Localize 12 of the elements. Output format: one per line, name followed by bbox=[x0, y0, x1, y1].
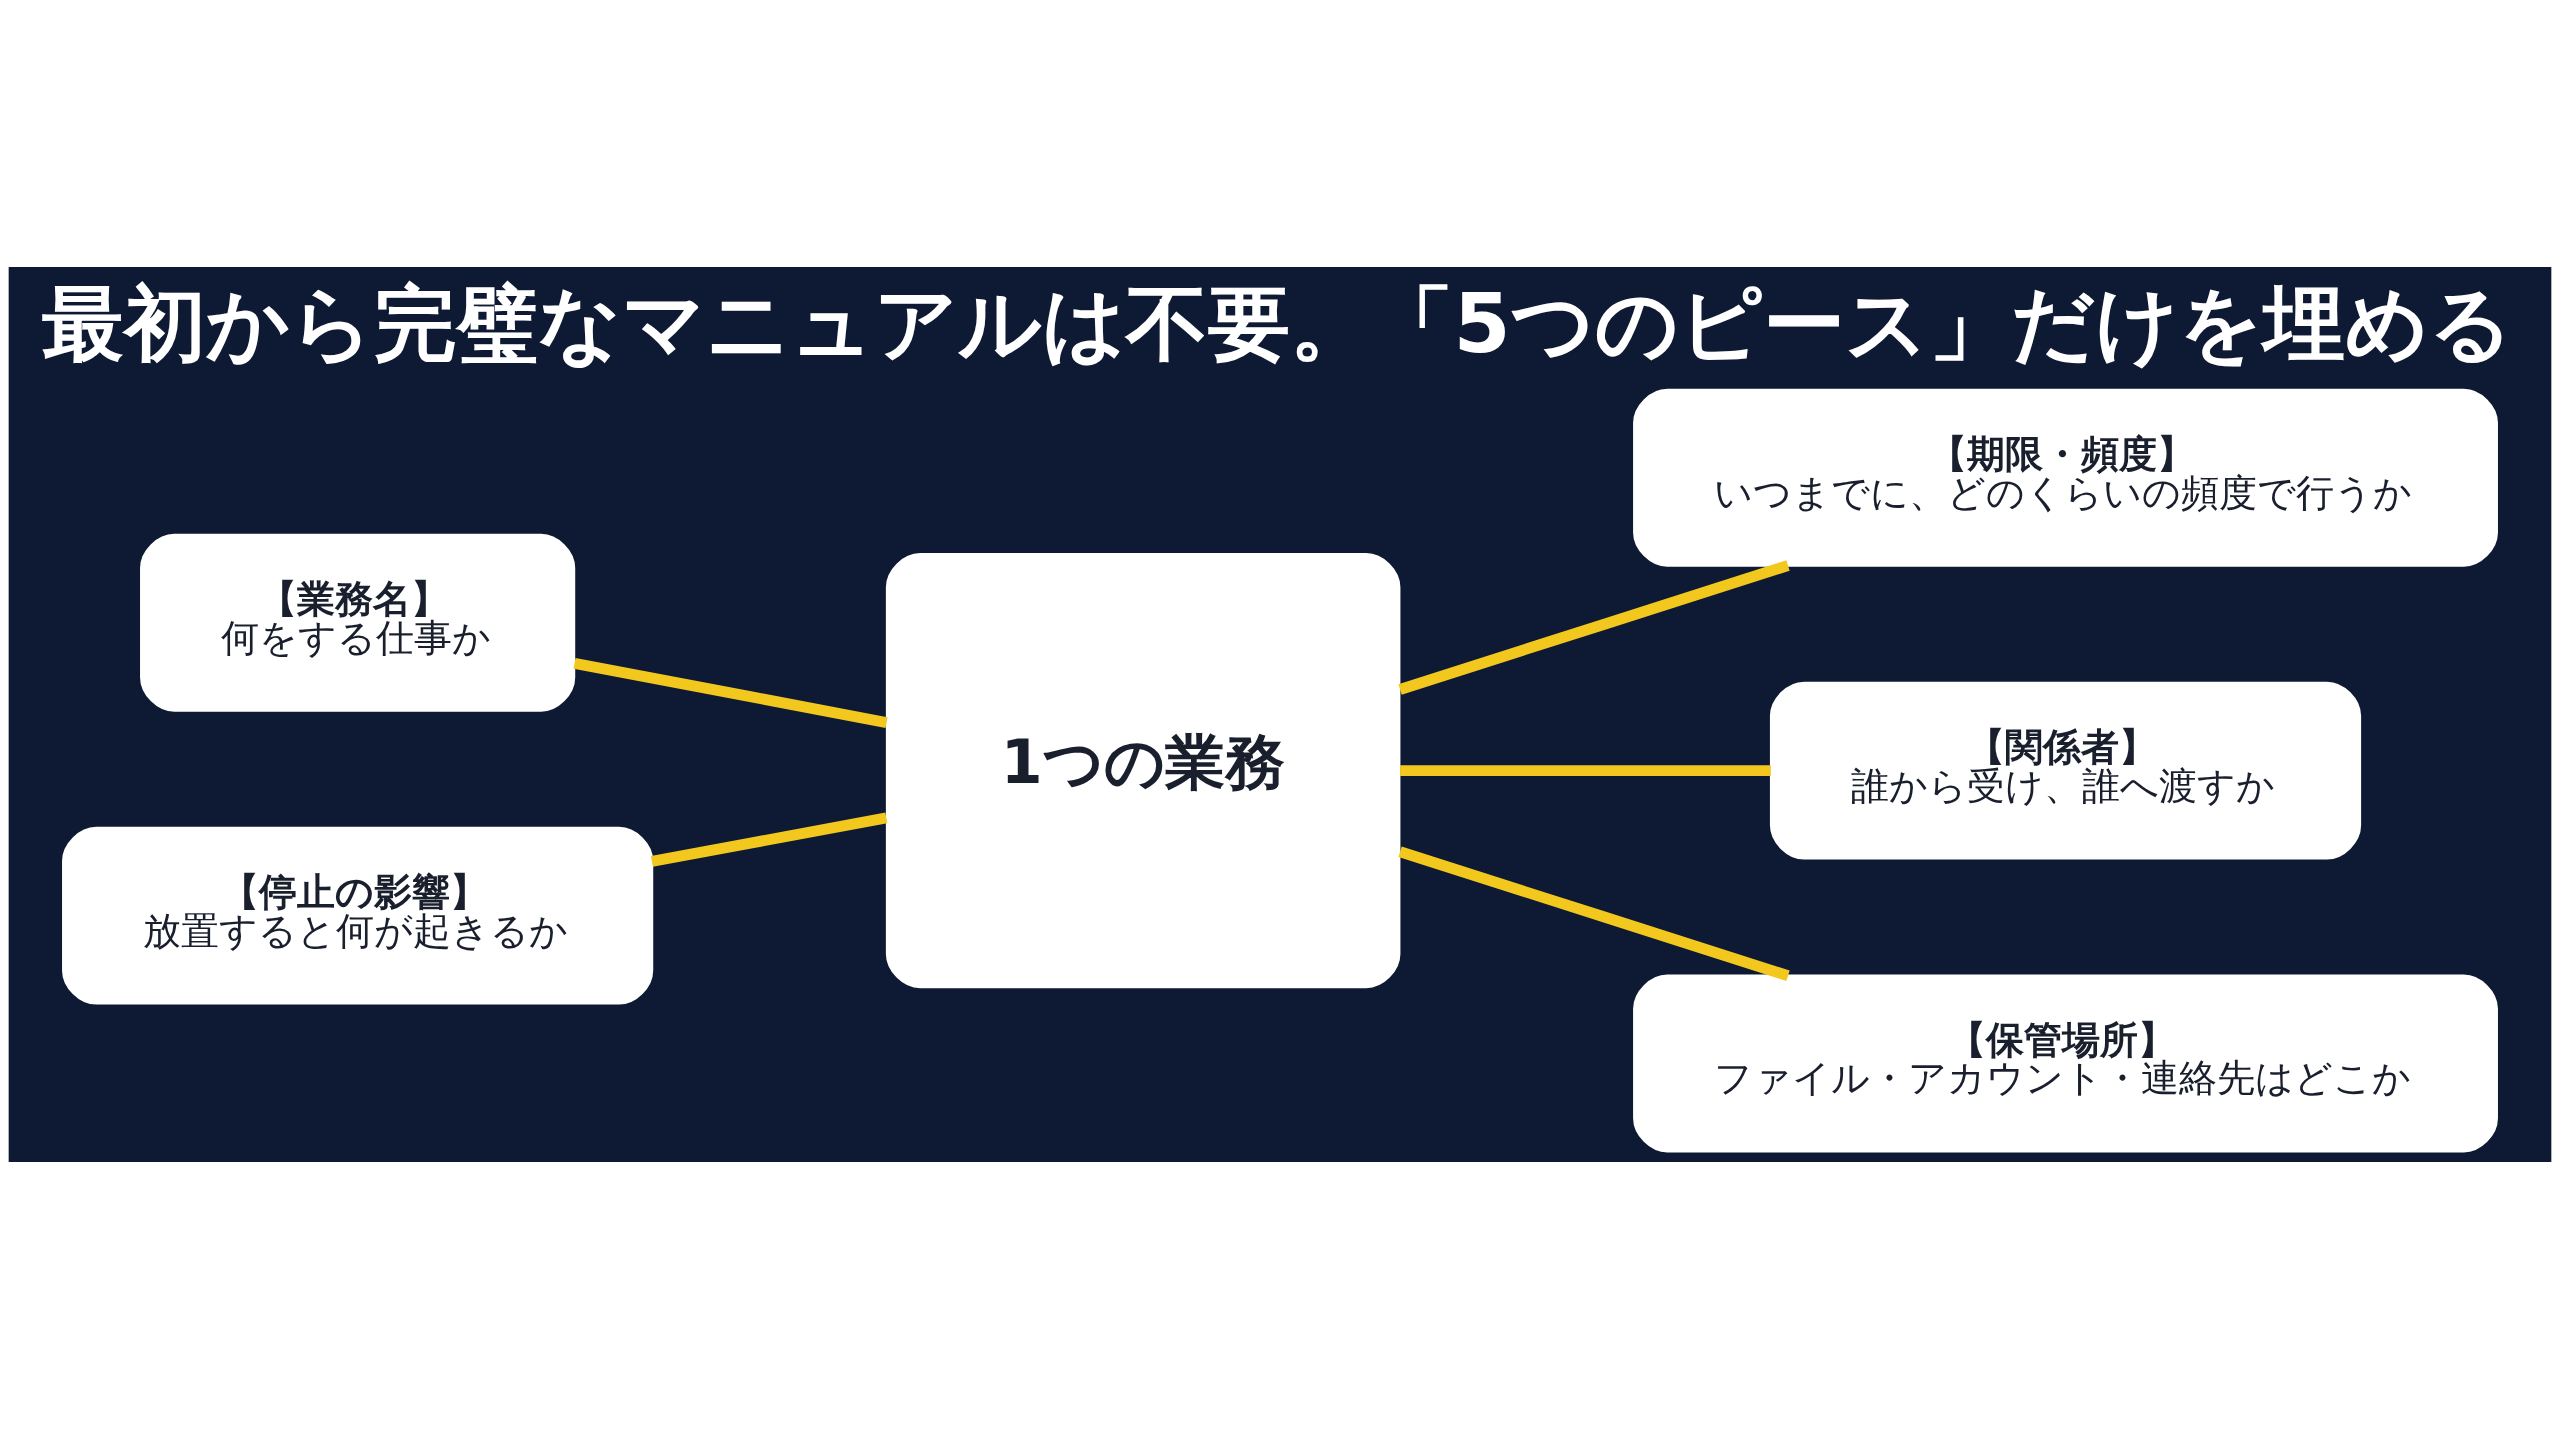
node-box: 【業務名】 何をする仕事か bbox=[140, 533, 576, 712]
connector bbox=[1400, 765, 1771, 777]
node-box: 【関係者】 誰から受け、誰へ渡すか bbox=[1769, 681, 2362, 860]
diagram-title: 最初から完璧なマニュアルは不要。「5つのピース」だけを埋める bbox=[41, 275, 2513, 371]
connector bbox=[650, 812, 888, 867]
connector bbox=[573, 658, 888, 728]
connector bbox=[1398, 560, 1790, 695]
node-box: 1つの業務 bbox=[885, 553, 1401, 989]
node-box: 【期限・頻度】 いつまでに、どのくらいの頻度で行うか bbox=[1633, 388, 2498, 567]
connector bbox=[1398, 846, 1790, 981]
node-box: 【保管場所】 ファイル・アカウント・連絡先はどこか bbox=[1633, 974, 2498, 1153]
node-box: 【停止の影響】 放置すると何が起きるか bbox=[62, 826, 654, 1005]
